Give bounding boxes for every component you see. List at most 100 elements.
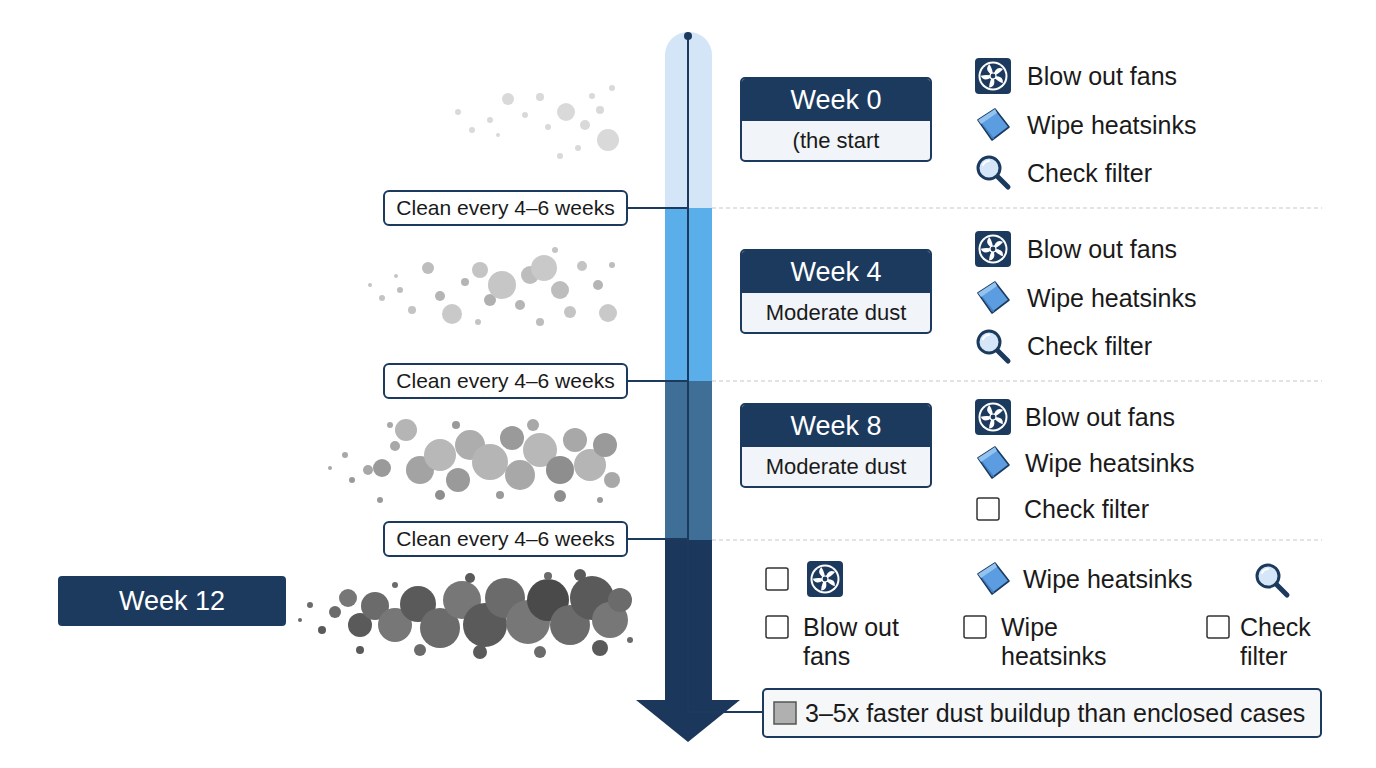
- week-status: (the start: [742, 121, 930, 160]
- dust-cloud-week-12: [465, 573, 475, 583]
- week-heading: Week 12: [119, 586, 225, 617]
- note-box: 3–5x faster dust buildup than enclosed c…: [762, 688, 1322, 738]
- separator-line: [712, 208, 1322, 540]
- dust-cloud-week-12: [534, 646, 546, 658]
- dust-cloud-week-8: [446, 468, 470, 492]
- interval-box: Clean every 4–6 weeks: [383, 190, 628, 226]
- dust-cloud-week-8: [597, 497, 603, 503]
- dust-cloud-week-12: [307, 602, 313, 608]
- dust-cloud-week-4: [488, 271, 516, 299]
- week-heading: Week 0: [742, 79, 930, 121]
- checkbox: [1207, 616, 1229, 638]
- dust-cloud-week-4: [397, 287, 403, 293]
- magnifier-icon: [1257, 565, 1287, 595]
- dust-cloud-week-12: [544, 572, 552, 580]
- dust-cloud-week-4: [536, 318, 544, 326]
- interval-text: Clean every 4–6 weeks: [396, 369, 614, 393]
- dust-cloud-week-12: [627, 637, 633, 643]
- dust-cloud-week-12: [392, 582, 398, 588]
- timeline-bar: [687, 711, 762, 713]
- cloth-icon: [978, 109, 1009, 140]
- checklist-item: Wipe heatsinks: [1027, 110, 1197, 140]
- dust-cloud-week-4: [394, 274, 398, 278]
- fan-icon: [975, 231, 1011, 267]
- dust-cloud-week-0: [609, 85, 615, 91]
- dust-cloud-week-8: [435, 490, 445, 500]
- dust-cloud-week-8: [472, 444, 508, 480]
- dust-cloud-week-0: [455, 109, 461, 115]
- dust-cloud-week-0: [522, 112, 528, 118]
- dust-cloud-week-0: [596, 106, 604, 114]
- dust-cloud-week-0: [575, 145, 581, 151]
- checklist-item: Wipe heatsinks: [1023, 564, 1193, 594]
- checkbox: [766, 568, 788, 590]
- interval-text: Clean every 4–6 weeks: [396, 196, 614, 220]
- dust-cloud-week-4: [531, 255, 557, 281]
- dust-cloud-week-4: [475, 319, 481, 325]
- dust-cloud-week-12: [339, 589, 357, 607]
- dust-cloud-week-4: [564, 306, 576, 318]
- week-status: Moderate dust: [742, 447, 930, 486]
- cloth-icon: [978, 282, 1009, 313]
- dust-cloud-week-8: [527, 419, 539, 431]
- magnifier-icon: [978, 157, 1287, 595]
- dust-cloud-week-8: [395, 419, 417, 441]
- interval-text: Clean every 4–6 weeks: [396, 527, 614, 551]
- dust-cloud-week-8: [363, 465, 373, 475]
- separator-line: [712, 380, 1322, 381]
- leader-line: [628, 538, 688, 540]
- leader-line: [628, 207, 688, 209]
- dust-cloud-week-8: [328, 466, 332, 470]
- dust-cloud-week-4: [442, 304, 462, 324]
- dust-cloud-week-12: [574, 569, 586, 581]
- dust-cloud-week-4: [368, 283, 372, 287]
- dust-cloud-week-4: [379, 295, 385, 301]
- dust-cloud-week-4: [551, 281, 569, 299]
- dust-cloud-week-12: [298, 618, 302, 622]
- dust-cloud-week-12: [298, 569, 633, 659]
- dust-cloud-week-12: [318, 626, 326, 634]
- checklist-item: Check filter: [1240, 613, 1322, 671]
- cloth-icon: [978, 447, 1009, 478]
- dust-cloud-week-0: [580, 120, 590, 130]
- week-card: Week 0(the start: [740, 77, 932, 162]
- checklist-item: Wipe heatsinks: [1027, 283, 1197, 313]
- dust-cloud-week-0: [502, 93, 514, 105]
- dust-cloud-week-8: [377, 497, 383, 503]
- checklist-item: Wipe heatsinks: [1001, 613, 1121, 671]
- dust-cloud-week-4: [461, 278, 469, 286]
- dust-cloud-week-4: [408, 306, 416, 314]
- dust-cloud-week-8: [496, 491, 504, 499]
- dust-cloud-week-8: [546, 456, 574, 484]
- dust-cloud-week-4: [593, 280, 603, 290]
- fan-icon: [807, 561, 843, 597]
- dust-cloud-week-0: [557, 103, 575, 121]
- dust-cloud-week-4: [599, 304, 617, 322]
- dust-cloud-week-8: [554, 490, 566, 502]
- week-heading: Week 4: [742, 251, 930, 293]
- separator-line: [712, 207, 1322, 208]
- dust-cloud-week-0: [536, 93, 544, 101]
- dust-cloud-week-4: [368, 247, 617, 326]
- checklist-item: Check filter: [1024, 494, 1149, 524]
- dust-cloud-week-0: [455, 85, 619, 159]
- timeline-bar: [687, 36, 689, 712]
- checkbox: [977, 498, 999, 520]
- note-text: 3–5x faster dust buildup than enclosed c…: [805, 699, 1305, 728]
- dust-cloud-week-0: [496, 133, 500, 137]
- checklist-item: Check filter: [1027, 158, 1152, 188]
- dust-cloud-week-4: [472, 262, 488, 278]
- dust-cloud-week-4: [422, 262, 434, 274]
- cloth-icon: [978, 563, 1009, 594]
- cloth-icon: [978, 109, 1009, 594]
- checklist-item: Blow out fans: [1027, 234, 1177, 264]
- dust-cloud-week-8: [500, 426, 524, 450]
- dust-cloud-week-8: [387, 422, 393, 428]
- dust-cloud-week-4: [577, 261, 587, 271]
- checkbox: [766, 616, 788, 638]
- dust-cloud-week-12: [608, 588, 632, 612]
- dust-cloud-week-0: [589, 93, 595, 99]
- fan-icon: [975, 399, 1011, 435]
